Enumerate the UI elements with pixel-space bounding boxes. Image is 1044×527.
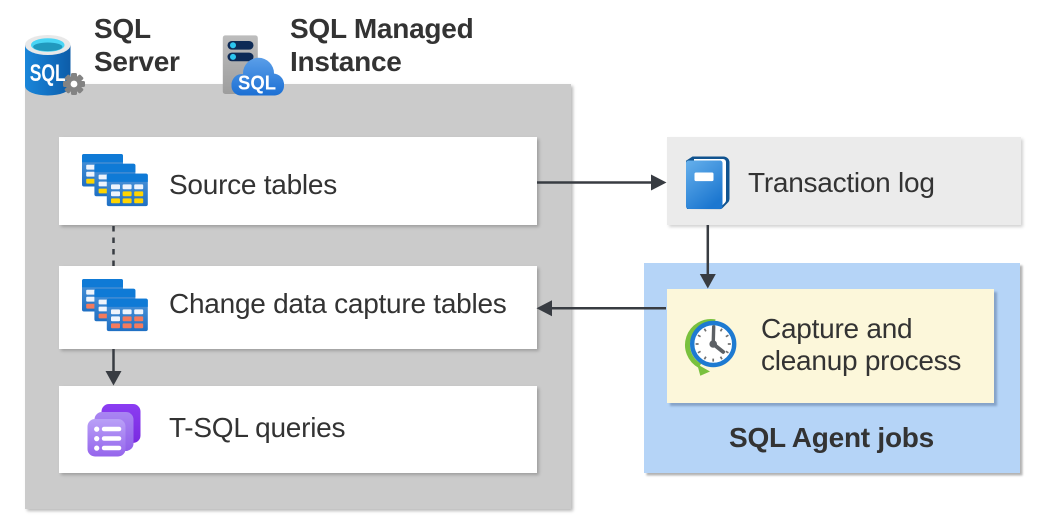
svg-text:SQL: SQL xyxy=(30,60,66,87)
svg-text:SQL: SQL xyxy=(238,73,276,95)
